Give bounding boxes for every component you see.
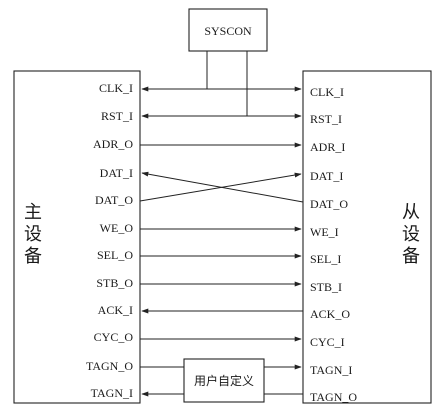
master-signal-labels: CLK_I RST_I ADR_O DAT_I DAT_O WE_O SEL_O… — [86, 81, 133, 400]
master-label-1: 主 — [24, 202, 42, 222]
syscon-box — [188, 8, 268, 52]
master-signal-rst-i: RST_I — [101, 109, 133, 123]
slave-signal-rst-i: RST_I — [310, 112, 342, 126]
master-signal-adr-o: ADR_O — [93, 137, 133, 151]
slave-signal-clk-i: CLK_I — [310, 85, 344, 99]
master-label-3: 备 — [24, 246, 42, 266]
slave-label-2: 设 — [402, 224, 420, 244]
slave-signal-tagn-i: TAGN_I — [310, 363, 352, 377]
master-signal-cyc-o: CYC_O — [94, 330, 134, 344]
slave-signal-ack-o: ACK_O — [310, 307, 350, 321]
slave-signal-adr-i: ADR_I — [310, 140, 345, 154]
master-signal-dat-i: DAT_I — [100, 166, 133, 180]
slave-label-1: 从 — [402, 202, 420, 222]
slave-signal-dat-i: DAT_I — [310, 169, 343, 183]
slave-signal-labels: CLK_I RST_I ADR_I DAT_I DAT_O WE_I SEL_I… — [310, 85, 357, 404]
master-signal-sel-o: SEL_O — [97, 248, 133, 262]
master-signal-ack-i: ACK_I — [98, 303, 133, 317]
master-label-2: 设 — [24, 224, 42, 244]
wire-dat-slave-to-master — [141, 171, 304, 203]
user-defined-label: 用户自定义 — [194, 373, 254, 388]
master-signal-clk-i: CLK_I — [99, 81, 133, 95]
master-signal-tagn-o: TAGN_O — [86, 359, 133, 373]
master-signal-dat-o: DAT_O — [95, 193, 133, 207]
master-signal-we-o: WE_O — [100, 221, 134, 235]
syscon-label: SYSCON — [204, 24, 252, 38]
slave-label-3: 备 — [402, 246, 420, 266]
slave-signal-tagn-o: TAGN_O — [310, 390, 357, 404]
slave-signal-stb-i: STB_I — [310, 280, 342, 294]
master-device-box — [13, 70, 141, 404]
master-signal-tagn-i: TAGN_I — [91, 386, 133, 400]
slave-signal-dat-o: DAT_O — [310, 197, 348, 211]
slave-signal-cyc-i: CYC_I — [310, 335, 345, 349]
slave-signal-sel-i: SEL_I — [310, 252, 341, 266]
slave-signal-we-i: WE_I — [310, 225, 339, 239]
user-defined-box — [183, 358, 265, 403]
master-signal-stb-o: STB_O — [96, 276, 133, 290]
slave-device-box — [302, 70, 432, 404]
